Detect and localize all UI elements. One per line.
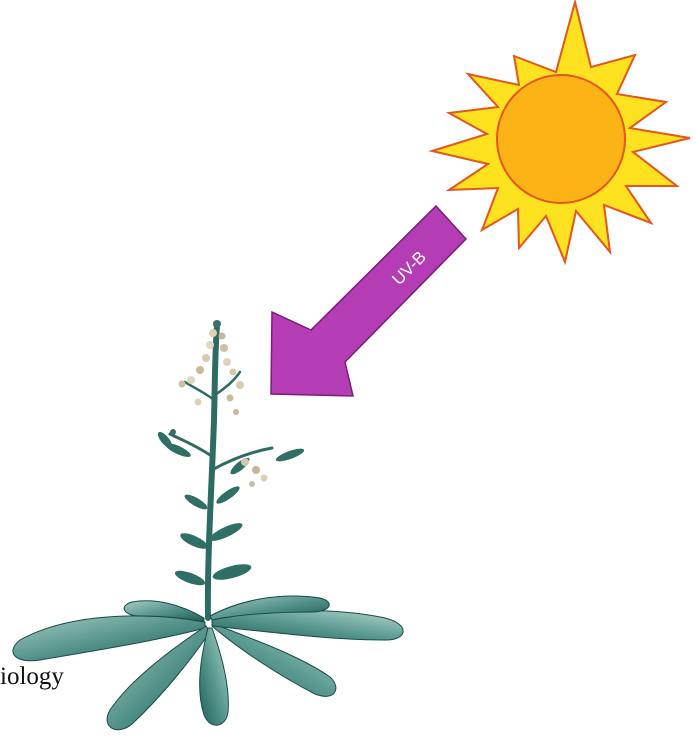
- sun-icon: [432, 2, 690, 262]
- stem-leaves: [156, 430, 306, 588]
- uvb-arrow-shape: [271, 206, 466, 396]
- uvb-arrow: UV-B: [271, 206, 466, 396]
- cropped-caption-text: iology: [0, 664, 64, 689]
- sun-disc: [497, 75, 625, 203]
- plant-branch: [215, 372, 240, 395]
- plant-branch: [185, 382, 214, 400]
